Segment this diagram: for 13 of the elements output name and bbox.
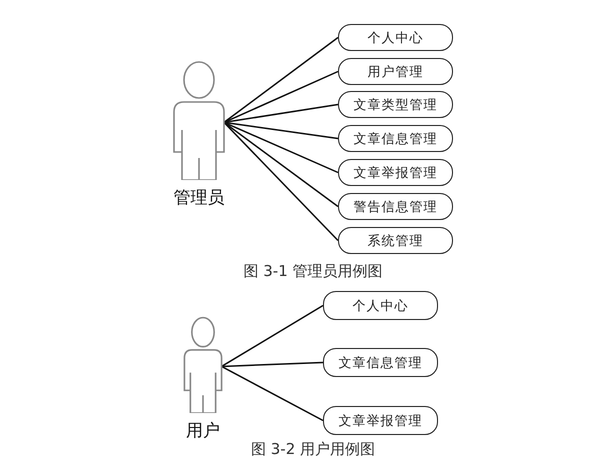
figure-caption: 图 3-1 管理员用例图 [243,262,383,281]
association-line [221,366,324,422]
association-line [224,36,338,123]
actor-name: 管理员 [174,187,224,209]
association-line [224,122,338,140]
association-line [224,70,338,124]
association-line [224,122,338,174]
figure-caption: 图 3-2 用户用例图 [250,440,376,459]
actor-name: 用户 [186,420,220,442]
association-line [222,362,324,368]
association-line [221,304,324,368]
association-line [223,122,339,242]
association-line [224,122,338,208]
